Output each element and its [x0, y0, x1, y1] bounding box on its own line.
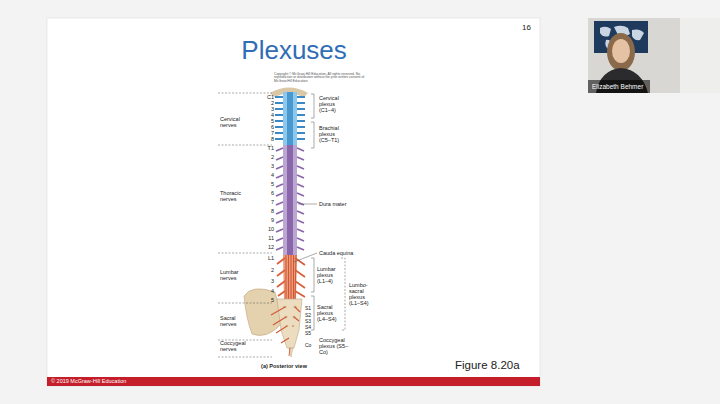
part-label: Cauda equina [319, 250, 353, 256]
nerve-number: C1 [267, 94, 274, 100]
nerve-number: 4 [271, 112, 274, 118]
plexus-label: Lumbo-sacral plexus (L1–S4) [349, 282, 375, 306]
footer-copyright: © 2019 McGraw-Hill Education [51, 378, 126, 384]
plexus-label: Lumbar plexus (L1–4) [317, 266, 341, 284]
webcam-feed [588, 18, 720, 93]
nerve-number: T1 [268, 145, 274, 151]
nerve-number: 4 [271, 288, 274, 294]
nerve-number: 8 [271, 136, 274, 142]
nerve-number: 6 [271, 124, 274, 130]
region-label: Lumbar nerves [220, 269, 250, 281]
nerve-number: 5 [271, 118, 274, 124]
nerve-number: 3 [271, 163, 274, 169]
presenter-name: Elizabeth Behmer [592, 83, 643, 90]
nerve-number: S1 [305, 306, 311, 312]
nerve-number: 8 [271, 208, 274, 214]
copyright-note: Copyright © McGraw-Hill Education. All r… [274, 73, 366, 84]
nerve-number: S4 [305, 325, 311, 331]
nerve-number: 3 [271, 278, 274, 284]
region-label: Thoracic nerves [220, 190, 250, 202]
plexus-label: Coccygeal plexus (S5–Co) [319, 337, 353, 355]
nerve-number: S2 [305, 313, 311, 319]
nerve-number: 9 [271, 217, 274, 223]
figure-caption: (a) Posterior view [261, 363, 307, 369]
slide-title: Plexuses [241, 36, 347, 65]
region-label: Coccygeal nerves [220, 340, 254, 352]
figure-number: Figure 8.20a [455, 359, 520, 372]
nerve-number: 10 [268, 226, 274, 232]
spinal-cord-illustration [244, 88, 308, 358]
nerve-number: 4 [271, 172, 274, 178]
nerve-number: 11 [268, 235, 274, 241]
footer-bar [47, 377, 540, 386]
nerve-number: 6 [271, 190, 274, 196]
region-label: Cervical nerves [220, 116, 250, 128]
nerve-number: S3 [305, 319, 311, 325]
part-label: Dura mater [319, 201, 347, 207]
plexus-label: Brachial plexus (C5–T1) [319, 125, 347, 143]
nerve-number: 5 [271, 181, 274, 187]
plexus-label: Sacral plexus (L4–S4) [317, 304, 341, 322]
nerve-number: 5 [271, 297, 274, 303]
nerve-number: 7 [271, 130, 274, 136]
region-label: Sacral nerves [220, 315, 250, 327]
nerve-number: 3 [271, 106, 274, 112]
nerve-number: L1 [268, 255, 274, 261]
nerve-number: 12 [268, 244, 274, 250]
plexus-label: Cervical plexus (C1–4) [319, 95, 347, 113]
nerve-number: 2 [271, 100, 274, 106]
nerve-number: Co [305, 343, 311, 349]
slide-panel [47, 18, 540, 386]
slide-number: 16 [522, 24, 531, 33]
nerve-number: 2 [271, 267, 274, 273]
nerve-number: S5 [305, 331, 311, 337]
nerve-number: 2 [271, 154, 274, 160]
nerve-number: 7 [271, 199, 274, 205]
